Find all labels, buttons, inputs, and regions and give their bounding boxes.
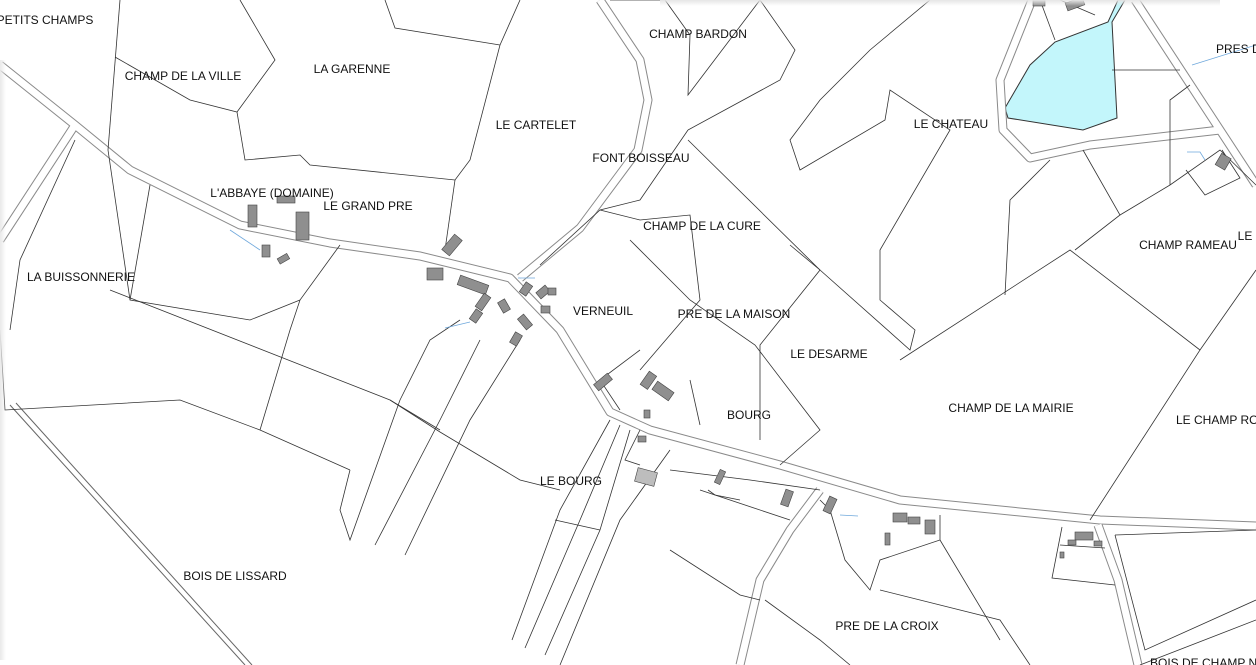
- place-label: CHAMP RAMEAU: [1139, 238, 1237, 252]
- place-label: VERNEUIL: [572, 304, 634, 318]
- place-label: LE GRAND PRE: [323, 199, 413, 213]
- panel-shadow-top: [660, 0, 1220, 6]
- place-label: BOIS DE CHAMP N: [1150, 656, 1256, 665]
- place-label: CHAMP BARDON: [649, 27, 747, 41]
- place-label: CHAMP DE LA MAIRIE: [948, 401, 1074, 415]
- place-label: LA BUISSONNERIE: [26, 270, 136, 284]
- pond: [1004, 0, 1126, 131]
- buildings: [247, 0, 1232, 559]
- place-label: LE CARTELET: [495, 118, 577, 132]
- place-label: BOIS DE LISSARD: [183, 569, 287, 583]
- streams: [229, 44, 1256, 517]
- place-label: PRES DU HAN: [1216, 42, 1256, 56]
- place-label: BOURG: [726, 408, 772, 422]
- place-label: LE CHAMP RO: [1176, 413, 1256, 427]
- place-label: LA GARENNE: [313, 62, 391, 76]
- place-label: CHAMP DE LA VILLE: [124, 69, 242, 83]
- place-label: PRE DE LA CROIX: [835, 619, 939, 633]
- place-label: CHAMP DE LA CURE: [643, 219, 761, 233]
- place-label: L'ABBAYE (DOMAINE): [210, 186, 334, 200]
- place-label: LE BOURG: [539, 474, 603, 488]
- place-label: LE CHATEAU: [913, 117, 989, 131]
- place-label: FONT BOISSEAU: [592, 151, 690, 165]
- place-label: LE: [1237, 229, 1253, 243]
- place-label: PRE DE LA MAISON: [677, 307, 791, 321]
- place-label: PETITS CHAMPS: [0, 13, 94, 27]
- panel-shadow-left: [0, 60, 6, 660]
- place-label: LE DESARME: [790, 347, 868, 361]
